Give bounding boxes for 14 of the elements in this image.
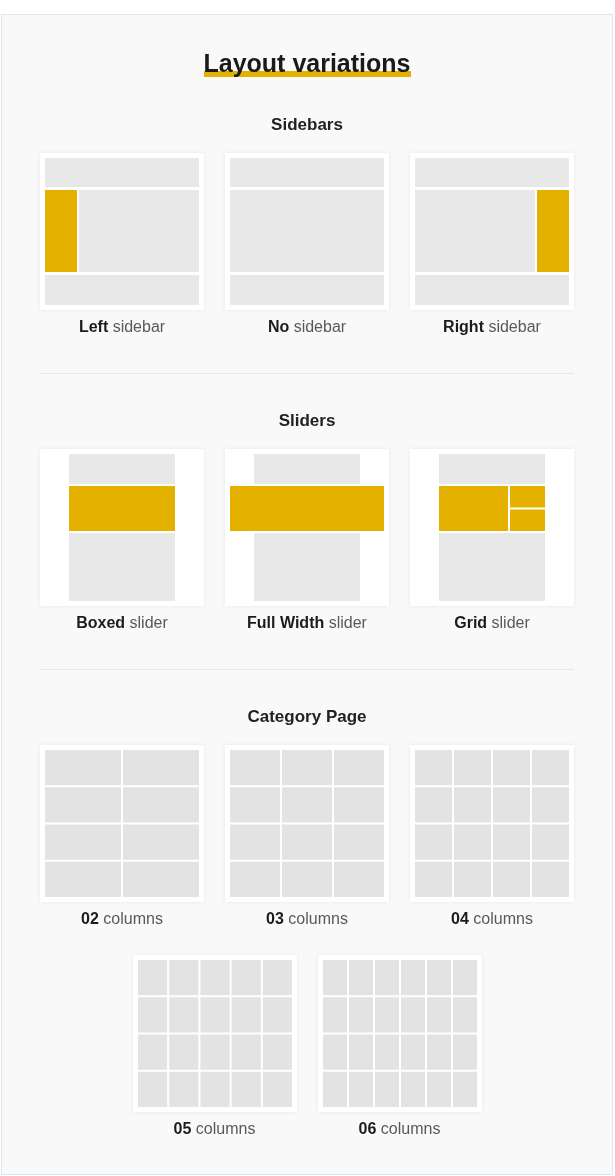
thumbnail-caption: No sidebar xyxy=(267,317,347,337)
section-heading: Category Page xyxy=(247,707,367,727)
thumbnail-caption: Boxed slider xyxy=(76,613,168,633)
thumbnail-caption: 05 columns xyxy=(173,1119,256,1139)
thumbnail-caption: 04 columns xyxy=(451,909,533,929)
thumbnail-caption: Left sidebar xyxy=(78,317,166,337)
thumbnail-caption: Grid slider xyxy=(454,613,530,633)
thumbnail-caption: 02 columns xyxy=(81,909,163,929)
thumbnail-caption: Right sidebar xyxy=(443,317,541,337)
section-heading: Sidebars xyxy=(271,115,343,135)
thumbnail-caption: 06 columns xyxy=(358,1119,441,1139)
thumbnail-caption: 03 columns xyxy=(266,909,348,929)
section-heading: Sliders xyxy=(278,411,336,431)
thumbnail-caption: Full Width slider xyxy=(247,613,367,633)
